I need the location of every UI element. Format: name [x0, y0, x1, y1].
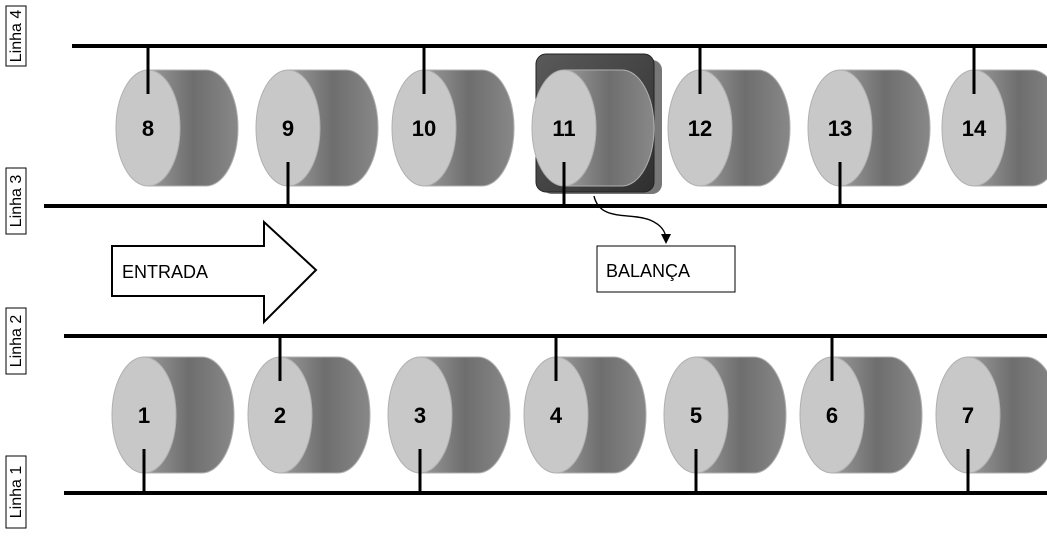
cylinder-7: 7	[935, 356, 1047, 493]
cylinder-9: 9	[255, 69, 379, 206]
lane-label-linha3: Linha 3	[5, 167, 27, 235]
cylinder-label: 9	[282, 116, 294, 141]
cylinder-label: 11	[552, 116, 575, 141]
cylinder-8: 8	[115, 46, 239, 187]
cylinder-label: 8	[142, 116, 154, 141]
cylinder-row-top: 8 9 10 11 12 13 14	[115, 46, 1047, 206]
cylinder-label: 10	[412, 116, 436, 141]
cylinder-label: 2	[274, 403, 286, 428]
cylinder-10: 10	[391, 46, 515, 187]
cylinder-label: 6	[826, 403, 838, 428]
scale-callout: BALANÇA	[593, 195, 736, 293]
lane-label-linha4: Linha 4	[5, 5, 27, 67]
cylinder-label: 14	[962, 116, 987, 141]
cylinder-label: 12	[688, 116, 712, 141]
lane-label-linha2: Linha 2	[5, 307, 27, 375]
entrance-arrow: ENTRADA	[111, 219, 318, 325]
cylinder-label: 7	[962, 403, 974, 428]
cylinder-13: 13	[807, 69, 931, 206]
cylinder-6: 6	[799, 336, 923, 474]
scale-label: BALANÇA	[606, 261, 690, 281]
cylinder-12: 12	[667, 46, 791, 187]
cylinder-row-bottom: 1 2 3 4 5 6 7	[111, 336, 1047, 493]
svg-text:Linha 4: Linha 4	[8, 10, 25, 63]
cylinder-label: 5	[690, 403, 702, 428]
cylinder-label: 4	[550, 403, 563, 428]
entrance-label: ENTRADA	[122, 262, 208, 282]
cylinder-14: 14	[941, 46, 1047, 187]
cylinder-label: 13	[828, 116, 852, 141]
svg-text:Linha 3: Linha 3	[8, 175, 25, 228]
cylinder-5: 5	[663, 356, 787, 493]
cylinder-2: 2	[247, 336, 371, 474]
cylinder-4: 4	[523, 336, 647, 474]
cylinder-label: 1	[138, 403, 150, 428]
lane-label-linha1: Linha 1	[5, 455, 27, 529]
svg-text:Linha 2: Linha 2	[8, 315, 25, 368]
cylinder-label: 3	[414, 403, 426, 428]
cylinder-1: 1	[111, 356, 235, 493]
cylinder-11: 11	[531, 69, 655, 206]
cylinder-3: 3	[387, 356, 511, 493]
svg-text:Linha 1: Linha 1	[8, 466, 25, 519]
